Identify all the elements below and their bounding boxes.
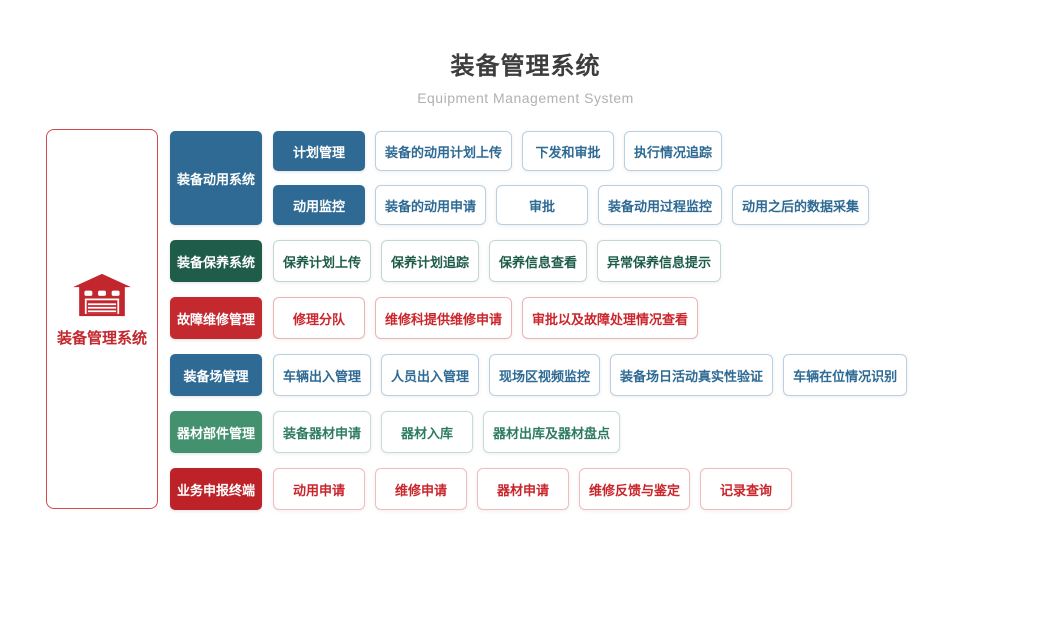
feature-box: 车辆出入管理	[273, 354, 372, 396]
category-box: 器材部件管理	[170, 411, 262, 453]
feature-list: 装备器材申请器材入库器材出库及器材盘点	[273, 411, 621, 453]
page-subtitle: Equipment Management System	[417, 90, 634, 106]
group-row: 业务申报终端动用申请维修申请器材申请维修反馈与鉴定记录查询	[170, 468, 907, 510]
group-row: 装备动用系统计划管理装备的动用计划上传下发和审批执行情况追踪动用监控装备的动用申…	[170, 131, 907, 225]
feature-box: 动用之后的数据采集	[732, 185, 870, 225]
feature-box: 审批以及故障处理情况查看	[522, 297, 699, 339]
feature-box: 记录查询	[700, 468, 793, 510]
feature-box: 器材出库及器材盘点	[483, 411, 621, 453]
feature-box: 修理分队	[273, 297, 365, 339]
category-box: 装备场管理	[170, 354, 262, 396]
feature-box: 装备场日活动真实性验证	[610, 354, 774, 396]
category-box: 装备保养系统	[170, 240, 262, 282]
group-row: 器材部件管理装备器材申请器材入库器材出库及器材盘点	[170, 411, 907, 453]
feature-box: 维修申请	[375, 468, 467, 510]
feature-box: 保养计划上传	[273, 240, 372, 282]
subcategory-box: 动用监控	[273, 185, 365, 225]
garage-icon	[73, 273, 131, 316]
group-row: 装备场管理车辆出入管理人员出入管理现场区视频监控装备场日活动真实性验证车辆在位情…	[170, 354, 908, 396]
root-node-label: 装备管理系统	[56, 329, 147, 347]
subrow-group: 计划管理装备的动用计划上传下发和审批执行情况追踪动用监控装备的动用申请审批装备动…	[273, 131, 870, 225]
feature-box: 保养信息查看	[489, 240, 588, 282]
feature-box: 车辆在位情况识别	[783, 354, 908, 396]
feature-box: 现场区视频监控	[489, 354, 601, 396]
feature-list: 车辆出入管理人员出入管理现场区视频监控装备场日活动真实性验证车辆在位情况识别	[273, 354, 908, 396]
page-header: 装备管理系统 Equipment Management System	[0, 46, 1051, 106]
feature-box: 异常保养信息提示	[597, 240, 722, 282]
subcategory-box: 计划管理	[273, 131, 365, 171]
feature-box: 维修反馈与鉴定	[579, 468, 691, 510]
root-node: 装备管理系统	[46, 129, 158, 509]
feature-box: 下发和审批	[522, 131, 615, 171]
group-row: 故障维修管理修理分队维修科提供维修申请审批以及故障处理情况查看	[170, 297, 907, 339]
feature-box: 器材入库	[381, 411, 474, 453]
feature-box: 动用申请	[273, 468, 365, 510]
feature-box: 装备动用过程监控	[598, 185, 723, 225]
feature-box: 器材申请	[477, 468, 569, 510]
group-row: 装备保养系统保养计划上传保养计划追踪保养信息查看异常保养信息提示	[170, 240, 907, 282]
category-box: 装备动用系统	[170, 131, 262, 225]
feature-box: 装备器材申请	[273, 411, 372, 453]
diagram-rows: 装备动用系统计划管理装备的动用计划上传下发和审批执行情况追踪动用监控装备的动用申…	[170, 131, 908, 510]
feature-box: 装备的动用计划上传	[375, 131, 513, 171]
subrow: 计划管理装备的动用计划上传下发和审批执行情况追踪	[273, 131, 869, 171]
subrow: 动用监控装备的动用申请审批装备动用过程监控动用之后的数据采集	[273, 185, 870, 225]
feature-box: 保养计划追踪	[381, 240, 480, 282]
feature-list: 动用申请维修申请器材申请维修反馈与鉴定记录查询	[273, 468, 793, 510]
category-box: 故障维修管理	[170, 297, 262, 339]
feature-box: 审批	[496, 185, 589, 225]
feature-list: 保养计划上传保养计划追踪保养信息查看异常保养信息提示	[273, 240, 722, 282]
feature-box: 装备的动用申请	[375, 185, 487, 225]
feature-box: 执行情况追踪	[624, 131, 723, 171]
feature-list: 修理分队维修科提供维修申请审批以及故障处理情况查看	[273, 297, 699, 339]
category-box: 业务申报终端	[170, 468, 262, 510]
feature-box: 人员出入管理	[381, 354, 480, 396]
page-title: 装备管理系统	[450, 53, 601, 80]
feature-box: 维修科提供维修申请	[375, 297, 513, 339]
